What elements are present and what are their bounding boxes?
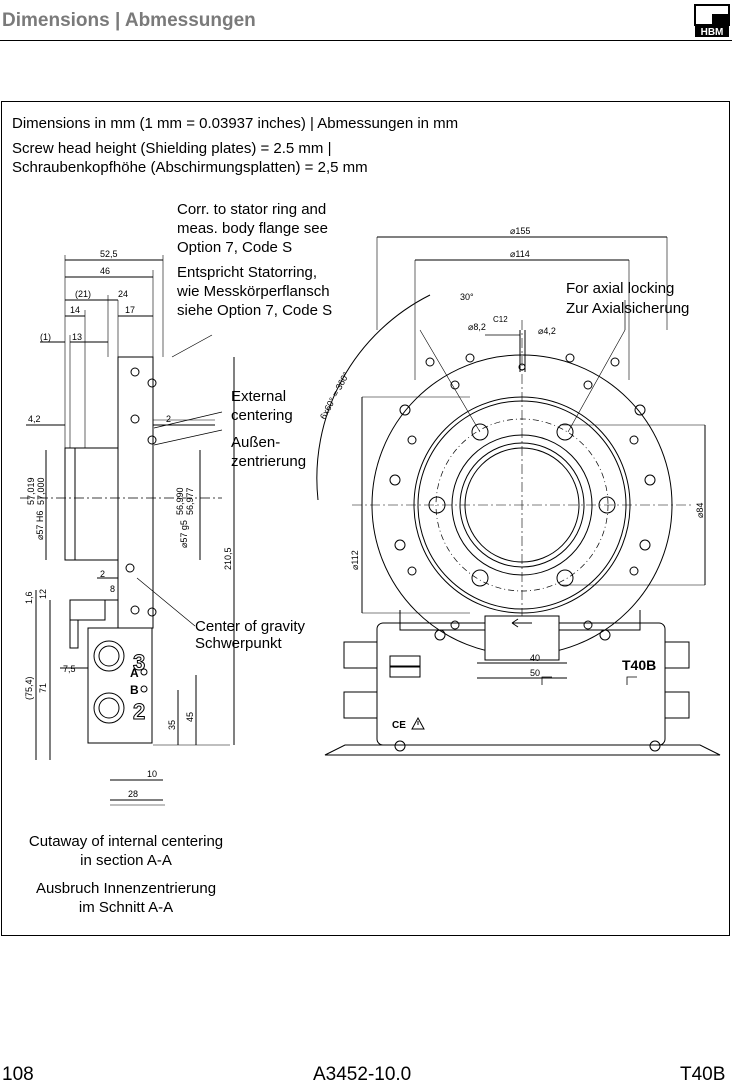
dim-114: ⌀114 xyxy=(510,249,530,259)
callout-aussen-2: zentrierung xyxy=(231,453,307,470)
dim-24: 24 xyxy=(118,289,128,299)
dim-8-2: ⌀8,2 xyxy=(468,322,486,332)
dim-17: 17 xyxy=(125,305,135,315)
header-rule xyxy=(0,40,732,41)
product-name: T40B xyxy=(680,1064,726,1085)
callout-cog-en: Center of gravity xyxy=(195,618,306,635)
dim-8: 8 xyxy=(110,584,115,594)
dim-7-5: 7,5 xyxy=(63,664,76,674)
label-b: B xyxy=(130,683,139,697)
dim-45: 45 xyxy=(185,712,195,722)
page-header-title: Dimensions | Abmessungen xyxy=(2,10,256,31)
caption-cutaway-1: Cutaway of internal centering xyxy=(28,833,224,850)
callout-aussen-1: Außen- xyxy=(231,434,281,451)
dim-84: ⌀84 xyxy=(695,503,705,518)
drawing-frame xyxy=(1,101,730,936)
side-view xyxy=(20,255,235,806)
dim-112: ⌀112 xyxy=(350,550,360,570)
document-number: A3452-10.0 xyxy=(313,1064,412,1085)
t40b-label: T40B xyxy=(622,657,656,673)
caption-cutaway-2: in section A-A xyxy=(80,852,172,869)
callout-corr-3: Option 7, Code S xyxy=(177,239,293,256)
caption-ausbruch-1: Ausbruch Innenzentrierung xyxy=(35,880,217,897)
dim-57-g5-min: 56,977 xyxy=(185,487,195,515)
dim-21: (21) xyxy=(75,289,91,299)
label-a: A xyxy=(130,666,139,680)
tol-c12: C12 xyxy=(493,315,508,324)
dim-50: 50 xyxy=(530,668,540,678)
front-view xyxy=(316,236,721,756)
arrow-icon xyxy=(511,618,532,628)
dim-4-2b: ⌀4,2 xyxy=(538,326,556,336)
dim-210-5: 210,5 xyxy=(223,547,233,570)
dim-12: 12 xyxy=(38,589,48,599)
dim-35: 35 xyxy=(167,720,177,730)
dim-155: ⌀155 xyxy=(510,226,530,236)
dim-30-deg: 30° xyxy=(460,292,474,302)
page-number: 108 xyxy=(2,1064,34,1085)
callout-external-1: External xyxy=(231,388,287,405)
callout-ent-2: wie Messkörperflansch xyxy=(177,283,330,300)
caption-ausbruch-2: im Schnitt A-A xyxy=(78,899,174,916)
dim-71: 71 xyxy=(38,683,48,693)
note-units: Dimensions in mm (1 mm = 0.03937 inches)… xyxy=(12,115,459,132)
dim-1-6: 1,6 xyxy=(24,591,34,604)
callout-ent-3: siehe Option 7, Code S xyxy=(177,302,333,319)
dim-2a: 2 xyxy=(166,414,171,424)
dim-1: (1) xyxy=(40,332,51,342)
label-num-2: 2 xyxy=(133,699,145,724)
dim-57-g5: ⌀57 g5 xyxy=(179,520,189,548)
dim-57-h6: ⌀57 H6 xyxy=(35,511,45,540)
dim-4-2: 4,2 xyxy=(28,414,41,424)
dim-angle-60: 6x60° = 360° xyxy=(318,370,351,421)
dim-52-5: 52,5 xyxy=(100,249,118,259)
warning-icon xyxy=(411,716,425,730)
note-screw-height-en: Screw head height (Shielding plates) = 2… xyxy=(12,140,332,157)
dim-28: 28 xyxy=(128,789,138,799)
callout-corr-1: Corr. to stator ring and xyxy=(177,201,327,218)
label-num-3: 3 xyxy=(133,650,145,675)
dim-13: 13 xyxy=(72,332,82,342)
hbm-logo-icon: HBM xyxy=(694,4,730,38)
dim-14: 14 xyxy=(70,305,80,315)
dim-10: 10 xyxy=(147,769,157,779)
dim-57-g5-max: 56,990 xyxy=(175,487,185,515)
callout-ent-1: Entspricht Statorring, xyxy=(177,264,318,281)
dim-2b: 2 xyxy=(100,569,105,579)
callout-corr-2: meas. body flange see xyxy=(177,220,328,237)
dim-75-4: (75,4) xyxy=(24,676,34,700)
ce-mark: CE xyxy=(392,720,406,731)
callout-axial-de: Zur Axialsicherung xyxy=(566,300,690,317)
callout-external-2: centering xyxy=(231,407,293,424)
dim-40: 40 xyxy=(530,653,540,663)
dim-57-h6-max: 57,019 xyxy=(26,477,36,505)
logo-text: HBM xyxy=(701,27,724,38)
dim-57-h6-min: 57,000 xyxy=(36,477,46,505)
callout-axial-en: For axial locking xyxy=(566,280,675,297)
dim-46: 46 xyxy=(100,266,110,276)
callout-cog-de: Schwerpunkt xyxy=(195,635,282,652)
note-screw-height-de: Schraubenkopfhöhe (Abschirmungsplatten) … xyxy=(12,159,368,176)
